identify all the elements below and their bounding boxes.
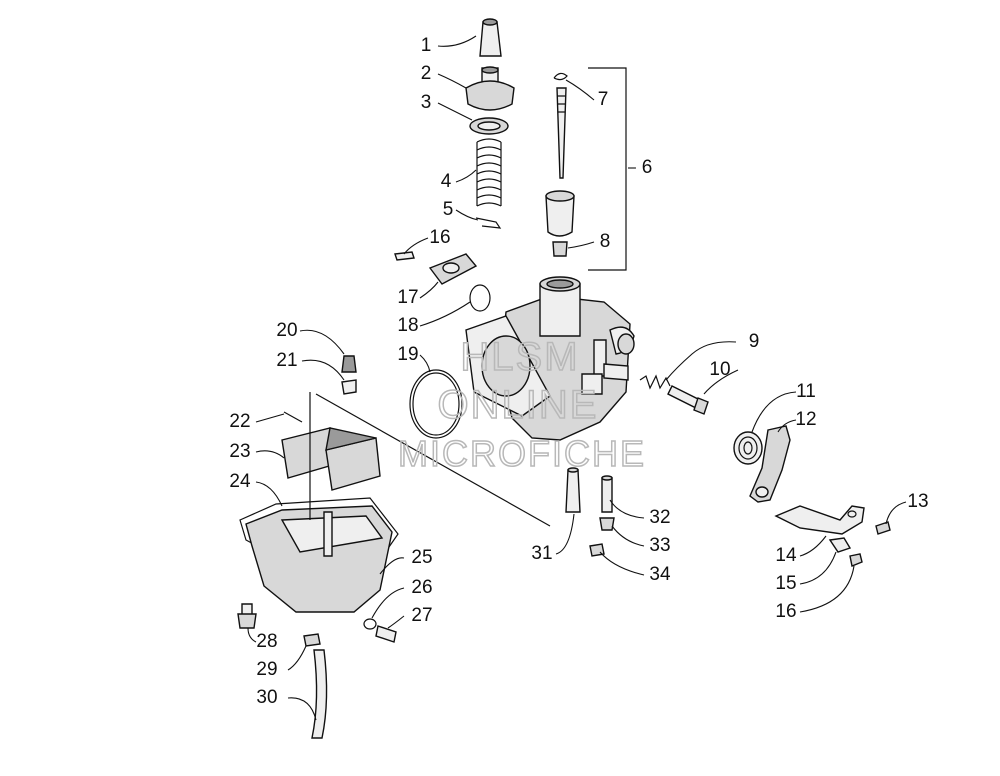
- watermark-line-1: HLSM: [460, 335, 579, 379]
- part-needle: [556, 87, 567, 179]
- callout-12: 12: [795, 409, 816, 430]
- part-o-ring-26: [363, 618, 377, 630]
- leader-lines: [247, 35, 907, 721]
- part-needle-jet-32: [601, 475, 613, 513]
- part-screw-16: [394, 251, 415, 261]
- callout-labels: 1 2 3 4 5 6 7 8 9 10 11 12 13 14 15 16 1…: [229, 35, 928, 708]
- callout-14: 14: [775, 545, 797, 566]
- part-flange-gasket: [465, 315, 551, 417]
- callout-3: 3: [421, 92, 432, 113]
- callout-25: 25: [411, 547, 432, 568]
- callout-23: 23: [229, 441, 250, 462]
- callout-15: 15: [775, 573, 796, 594]
- part-jet-33: [599, 517, 615, 531]
- watermark-line-2: ONLINE: [438, 383, 599, 427]
- part-spring-11: [733, 431, 763, 465]
- part-needle-clip: [553, 72, 568, 81]
- part-float-23: [281, 427, 381, 491]
- part-needle-valve-20: [341, 355, 357, 373]
- part-screw-28: [237, 603, 257, 629]
- part-idle-screw: [667, 385, 709, 415]
- callout-32: 32: [649, 507, 670, 528]
- callout-27: 27: [411, 605, 432, 626]
- part-float-bowl-25: [245, 505, 393, 613]
- part-spring-9: [639, 374, 671, 390]
- part-spring: [476, 138, 502, 207]
- callout-9: 9: [749, 331, 760, 352]
- callout-22: 22: [229, 411, 250, 432]
- callout-1: 1: [421, 35, 432, 56]
- part-screw-16b: [849, 553, 863, 567]
- part-o-ring-19: [409, 369, 463, 439]
- part-screw-13: [875, 521, 891, 535]
- callout-13: 13: [907, 491, 928, 512]
- callout-16-top: 16: [429, 227, 450, 248]
- part-hose-30: [311, 649, 328, 739]
- callout-11: 11: [796, 381, 816, 402]
- assembly-lines: [309, 392, 551, 527]
- part-washer: [469, 117, 509, 135]
- part-main-jet-31: [565, 467, 581, 513]
- callout-26: 26: [411, 577, 432, 598]
- callout-6: 6: [642, 157, 653, 178]
- callout-33: 33: [649, 535, 670, 556]
- part-jet-holder: [552, 241, 568, 257]
- part-cap: [479, 18, 502, 57]
- part-pin-22: [283, 411, 303, 423]
- callout-20: 20: [276, 320, 297, 341]
- callout-17: 17: [397, 287, 418, 308]
- callout-5: 5: [443, 199, 454, 220]
- part-lever-12: [749, 425, 791, 503]
- callout-29: 29: [256, 659, 277, 680]
- callout-24: 24: [229, 471, 251, 492]
- callout-30: 30: [256, 687, 277, 708]
- part-bracket-14: [774, 505, 865, 535]
- watermark: HLSM ONLINE MICROFICHE: [397, 334, 646, 475]
- callout-8: 8: [600, 231, 611, 252]
- callout-19: 19: [397, 344, 418, 365]
- callout-10: 10: [709, 359, 730, 380]
- callout-2: 2: [421, 63, 432, 84]
- part-o-ring-18: [469, 284, 491, 312]
- callout-34: 34: [649, 564, 671, 585]
- callout-7: 7: [598, 89, 609, 110]
- part-clip-5: [475, 217, 502, 229]
- part-clip-15: [828, 537, 852, 553]
- part-drain-screw-27: [375, 625, 397, 643]
- watermark-line-3: MICROFICHE: [398, 433, 646, 474]
- part-adjuster-nut: [465, 66, 515, 111]
- callout-4: 4: [441, 171, 452, 192]
- callout-31: 31: [531, 543, 552, 564]
- part-clip-21: [341, 379, 357, 395]
- callout-21: 21: [276, 350, 297, 371]
- part-cover-plate: [428, 253, 478, 285]
- callout-18: 18: [397, 315, 418, 336]
- part-fitting-29: [303, 633, 321, 647]
- callout-28: 28: [256, 631, 277, 652]
- part-throttle-slide: [545, 190, 575, 237]
- bracket-6: [588, 67, 627, 271]
- callout-16-bottom: 16: [775, 601, 796, 622]
